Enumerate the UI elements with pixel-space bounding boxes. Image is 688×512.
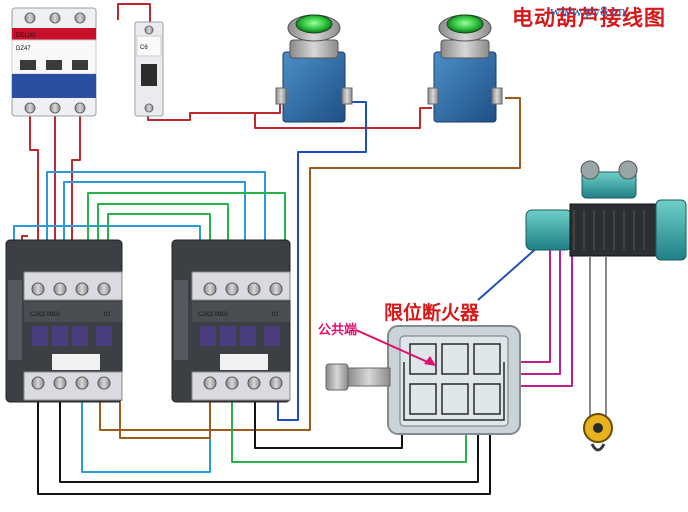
wire-magenta-3 [515,245,573,387]
common-terminal-label: 公共端 [318,323,358,338]
wire-red-fuse-button [147,97,281,121]
wire-green-2 [97,203,229,270]
wire-magenta-1 [515,245,551,363]
wire-red-button1-button2 [254,107,432,129]
limit-switch [325,325,521,435]
breaker-3p: DELIXI DZ47 [11,7,97,117]
green-button-cap-2[interactable] [446,14,484,34]
green-button-cap-1[interactable] [295,14,333,34]
push-button-2[interactable] [427,14,503,123]
wire-brown-bottom [119,402,211,439]
breaker-1p: C6 [134,21,164,117]
electric-hoist [525,160,687,452]
contactor-right-plate: CJX2 0910 [198,312,228,318]
contactor-left-plate: CJX2 0910 [30,312,60,318]
contactor-right-code: 01 [272,312,279,318]
diagram-title: 电动葫芦接线图 [512,6,666,30]
contactor-left-code: 01 [104,312,111,318]
wire-black-1 [37,402,491,495]
wire-red-1 [29,115,39,270]
contactor-right: CJX2 0910 01 [171,239,291,403]
wire-red-topfeed [117,3,151,28]
breaker-1p-rating: C6 [140,45,148,51]
wire-black-3 [254,402,403,449]
website-watermark: www.pv8.cn [550,4,626,20]
wire-magenta-2 [515,245,561,375]
limit-switch-label: 限位断火器 [384,302,480,324]
wire-red-3 [71,115,81,270]
push-button-1[interactable] [275,14,353,123]
wire-black-2 [59,402,479,483]
wires [13,3,573,495]
wire-green-bottom [231,402,467,463]
contactor-left: CJX2 0910 01 [5,239,123,403]
breaker-3p-rating: DZ47 [16,46,31,52]
wire-brown-control [99,97,521,431]
wire-blue-control [277,101,367,421]
wire-green-1 [87,192,286,270]
wire-lightblue-1 [46,171,266,270]
breaker-3p-brand: DELIXI [16,33,35,39]
